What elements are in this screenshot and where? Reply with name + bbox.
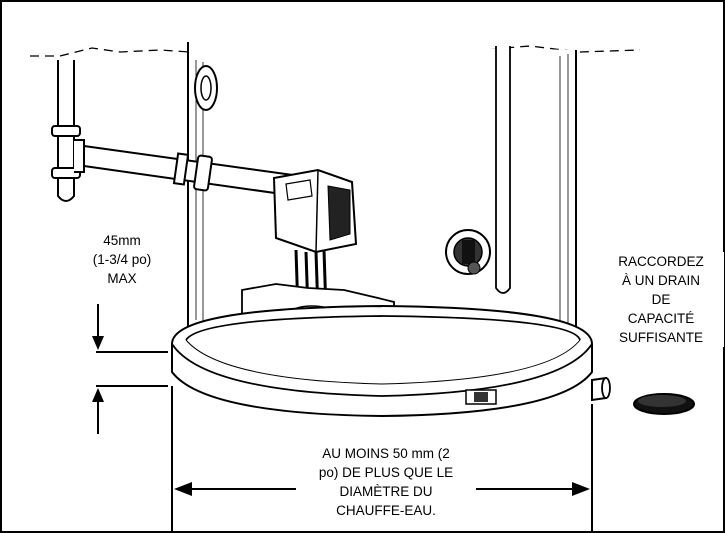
drain-label-line-5: SUFFISANTE [618, 330, 703, 345]
drain-pan-inner-rim [185, 315, 581, 341]
clearance-label: 45mm (1-3/4 po) MAX [86, 231, 158, 288]
drain-label-line-2: À UN DRAIN [621, 273, 700, 288]
pan-width-label: AU MOINS 50 mm (2 po) DE PLUS QUE LE DIA… [296, 444, 476, 520]
pan-width-label-line-1: AU MOINS 50 mm (2 [322, 446, 450, 461]
drain-label-line-3: DE [651, 292, 671, 307]
vent-pipe [495, 46, 511, 294]
pan-width-label-line-4: CHAUFFE-EAU. [336, 503, 436, 518]
width-left-arrow-icon [174, 482, 192, 496]
pan-width-label-line-3: DIAMÈTRE DU [339, 484, 433, 499]
drain-label-line-4: CAPACITÉ [627, 311, 695, 326]
width-right-arrow-icon [572, 482, 590, 496]
clearance-label-line-2: (1-3/4 po) [92, 252, 152, 267]
clearance-label-line-3: MAX [107, 271, 137, 286]
drain-label: RACCORDEZ À UN DRAIN DE CAPACITÉ SUFFISA… [598, 252, 724, 347]
tank-right-shading [559, 54, 569, 330]
burner-tubes [294, 249, 328, 313]
drain-label-line-1: RACCORDEZ [618, 254, 704, 269]
clearance-label-line-1: 45mm [103, 233, 141, 248]
clearance-up-arrow-icon [92, 388, 104, 402]
clearance-down-arrow-icon [92, 336, 104, 350]
pan-width-label-line-2: po) DE PLUS QUE LE [318, 465, 454, 480]
